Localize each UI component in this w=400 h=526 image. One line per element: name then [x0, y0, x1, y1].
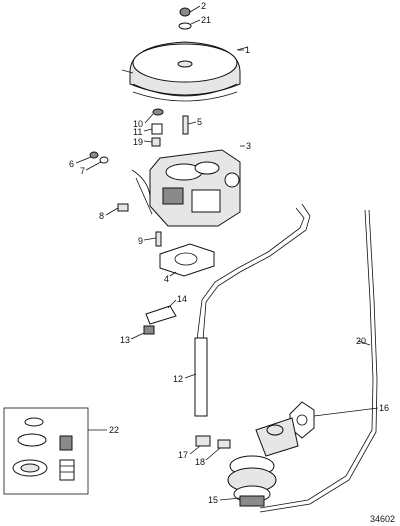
callout-4: 4: [164, 274, 169, 284]
part-14-clamp: [145, 305, 177, 325]
part-9-stud: [155, 231, 162, 247]
callout-3: 3: [246, 141, 251, 151]
callout-9: 9: [138, 236, 143, 246]
part-15-fuel-pump: [227, 417, 299, 507]
callout-13: 13: [120, 335, 130, 345]
part-18-fitting: [217, 439, 231, 449]
callout-19: 19: [133, 137, 143, 147]
part-10-nut: [152, 108, 164, 116]
callout-11: 11: [133, 127, 142, 137]
callout-6: 6: [69, 159, 74, 169]
part-13-nut: [143, 325, 155, 335]
part-17-fitting: [195, 435, 211, 447]
part-19-stud: [151, 137, 161, 147]
callout-5: 5: [197, 117, 202, 127]
callout-21: 21: [201, 15, 211, 25]
callout-10: 10: [133, 119, 143, 129]
callout-17: 17: [178, 450, 188, 460]
part-12-fuel-line: [194, 203, 311, 417]
callout-14: 14: [177, 294, 187, 304]
part-22-kit-inset: [3, 407, 89, 495]
part-4-gasket: [159, 243, 215, 277]
part-20-vent-hose: [259, 209, 378, 513]
callout-20: 20: [356, 336, 366, 346]
part-6-nut: [89, 151, 99, 159]
callout-7: 7: [80, 166, 85, 176]
document-number: 34602: [370, 514, 395, 524]
callout-8: 8: [99, 211, 104, 221]
part-21-washer: [178, 22, 192, 30]
callout-15: 15: [208, 495, 218, 505]
part-2-nut: [179, 7, 191, 17]
callout-1: 1: [245, 45, 250, 55]
part-8-screw: [117, 203, 129, 212]
part-7-washer: [99, 156, 109, 164]
callout-12: 12: [173, 374, 183, 384]
callout-22: 22: [109, 425, 119, 435]
callout-18: 18: [195, 457, 205, 467]
part-5-stud: [182, 115, 189, 135]
callout-16: 16: [379, 403, 389, 413]
part-11-spacer: [151, 123, 163, 135]
callout-2: 2: [201, 1, 206, 11]
callout-labels: 2 21 1 5 10 11 19 3 6 7 8 9 4 14 13 20 1…: [69, 1, 389, 505]
part-3-carburetor: [131, 149, 241, 227]
leader-lines: [75, 5, 379, 501]
part-1-flame-arrestor: [121, 41, 249, 102]
